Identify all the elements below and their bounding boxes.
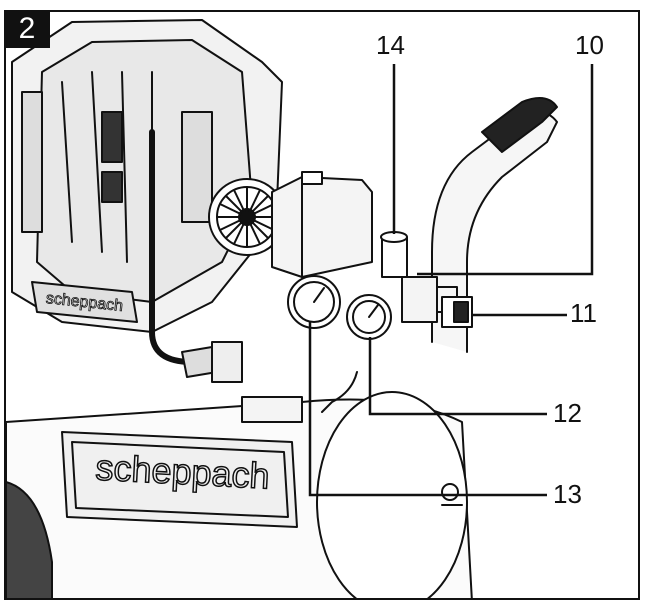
figure-number-badge: 2: [4, 10, 50, 48]
tank-pressure-gauge: [287, 275, 341, 329]
callout-13: 13: [553, 479, 582, 509]
tank-logo-lettering: scheppach: [95, 446, 271, 496]
callout-10: 10: [575, 30, 604, 60]
figure-frame: scheppach scheppach: [4, 10, 640, 600]
pipes: [149, 129, 358, 423]
carry-handle: [431, 97, 558, 353]
quick-coupling: [441, 296, 473, 328]
callout-leaders: [308, 64, 594, 497]
leader-12: [368, 337, 547, 416]
wheel: [6, 481, 53, 598]
leader-10: [417, 64, 594, 276]
outlet-pressure-gauge: [346, 294, 392, 340]
compressor-illustration: scheppach scheppach: [6, 19, 594, 598]
callout-11: 11: [570, 298, 597, 328]
leader-13: [308, 322, 547, 497]
callout-12: 12: [553, 398, 582, 428]
callout-14: 14: [376, 30, 405, 60]
pressure-switch: [271, 171, 373, 278]
motor-brand-plate: [31, 281, 138, 323]
motor-housing: [11, 19, 283, 333]
safety-valve: [380, 231, 408, 278]
